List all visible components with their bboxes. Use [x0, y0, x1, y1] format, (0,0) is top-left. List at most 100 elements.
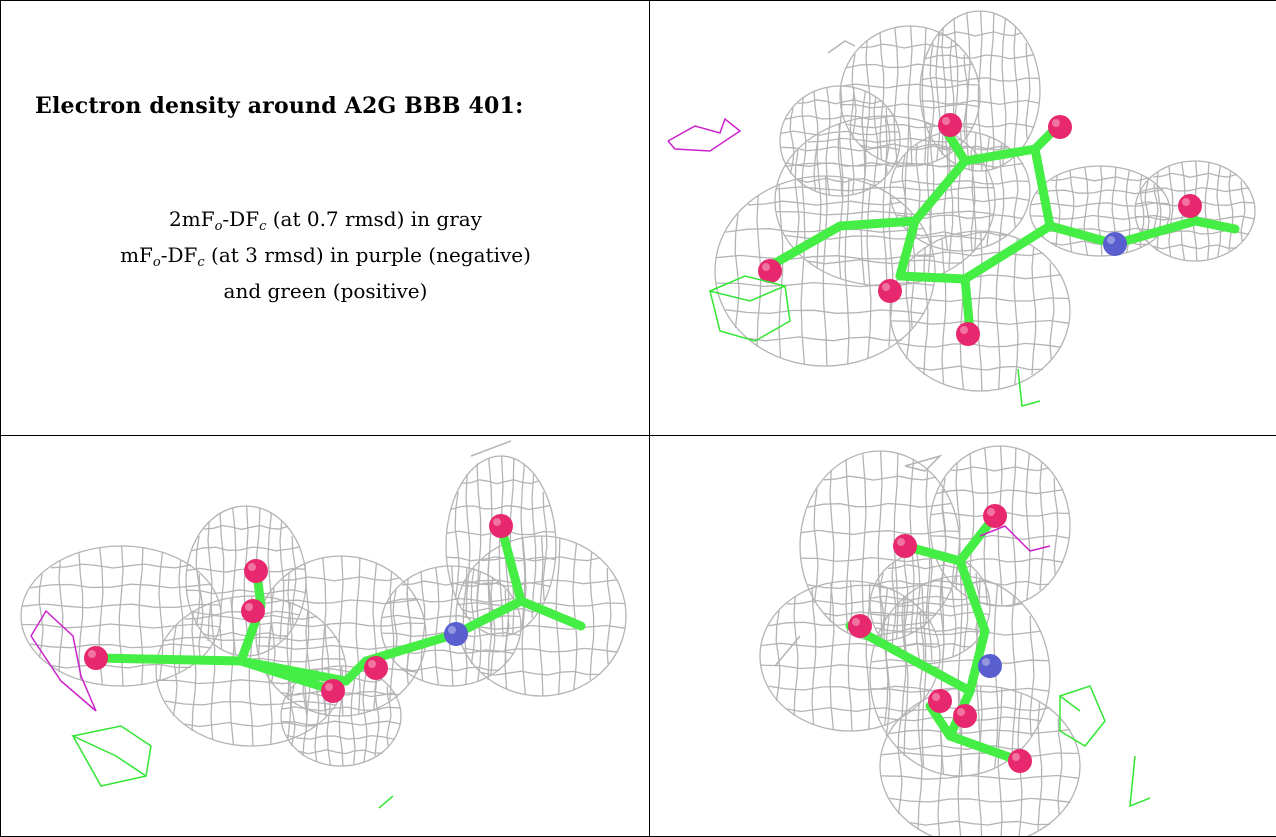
atom-highlight: [325, 683, 333, 691]
bond-stick: [341, 656, 371, 686]
density-image: [667, 10, 1256, 407]
bond-stick: [945, 731, 1025, 766]
legend-text: (at 3 rmsd) in purple (negative): [204, 243, 531, 267]
density-view-top-right: [650, 1, 1276, 435]
oxygen-atom: [84, 646, 108, 670]
table-column-divider: [649, 0, 650, 837]
oxygen-atom: [244, 559, 268, 583]
legend-text: mF: [120, 243, 153, 267]
density-mesh-blob: [445, 455, 557, 637]
legend-subscript: c: [197, 255, 205, 270]
density-mesh-blob: [455, 535, 627, 697]
legend-line-positive: and green (positive): [223, 279, 428, 303]
density-mesh-blob: [20, 545, 222, 687]
atom-highlight: [1182, 198, 1190, 206]
atom-highlight: [1052, 119, 1060, 127]
bond-stick: [1190, 216, 1240, 234]
atom-highlight: [897, 538, 905, 546]
atom-highlight: [448, 626, 456, 634]
density-mesh-blob: [889, 230, 1071, 392]
atom-highlight: [493, 518, 501, 526]
atom-highlight: [982, 658, 990, 666]
density-image: [20, 440, 627, 809]
oxygen-atom: [848, 614, 872, 638]
atom-highlight: [987, 508, 995, 516]
bond-stick: [895, 271, 970, 284]
bond-stick: [236, 656, 341, 696]
bond-stick: [1030, 144, 1055, 231]
table-row-divider: [0, 435, 1276, 436]
oxygen-atom: [321, 679, 345, 703]
legend-line-2fo-dfc: 2mFo-DFc (at 0.7 rmsd) in gray: [1, 205, 649, 241]
legend-text: 2mF: [169, 207, 215, 231]
density-view-bottom-right: [650, 436, 1276, 836]
atom-highlight: [957, 708, 965, 716]
oxygen-atom: [758, 259, 782, 283]
bond-stick: [496, 521, 526, 606]
atom-highlight: [932, 693, 940, 701]
density-mesh-blob: [879, 685, 1081, 836]
density-mesh-fragment: [904, 454, 943, 472]
legend-text: -DF: [160, 243, 198, 267]
caption-title: Electron density around A2G BBB 401:: [35, 93, 524, 119]
atom-highlight: [960, 326, 968, 334]
bond-stick: [965, 626, 990, 696]
bond-stick: [845, 621, 975, 696]
oxygen-atom: [893, 534, 917, 558]
atom-highlight: [248, 563, 256, 571]
negative-difference-density: [667, 117, 742, 152]
atom-highlight: [852, 618, 860, 626]
oxygen-atom: [1178, 194, 1202, 218]
oxygen-atom: [956, 322, 980, 346]
bond-stick: [895, 216, 920, 281]
oxygen-atom: [1048, 115, 1072, 139]
positive-difference-density: [1129, 755, 1151, 808]
caption-legend: 2mFo-DFc (at 0.7 rmsd) in gray mFo-DFc (…: [1, 205, 649, 305]
atom-highlight: [942, 117, 950, 125]
nitrogen-atom: [1103, 232, 1127, 256]
legend-text: (at 0.7 rmsd) in gray: [266, 207, 482, 231]
bond-stick: [516, 596, 586, 631]
atom-highlight: [1012, 753, 1020, 761]
positive-difference-density: [1017, 368, 1041, 407]
oxygen-atom: [1008, 749, 1032, 773]
atom-highlight: [762, 263, 770, 271]
bond-stick: [451, 596, 526, 639]
legend-text: -DF: [222, 207, 260, 231]
atom-highlight: [1107, 236, 1115, 244]
legend-subscript: c: [259, 219, 267, 234]
table-border-top: [0, 0, 1276, 1]
atom-highlight: [882, 283, 890, 291]
density-mesh-fragment: [470, 440, 512, 457]
negative-difference-density: [30, 609, 97, 712]
positive-difference-density: [378, 795, 394, 809]
bond-stick: [361, 629, 461, 666]
oxygen-atom: [938, 113, 962, 137]
table-border-left: [0, 0, 1, 837]
bond-stick: [91, 653, 246, 666]
positive-difference-density: [708, 275, 791, 342]
density-mesh-blob: [869, 575, 1051, 777]
density-mesh-fragment: [774, 635, 801, 667]
oxygen-atom: [364, 656, 388, 680]
oxygen-atom: [878, 279, 902, 303]
oxygen-atom: [489, 514, 513, 538]
bond-stick: [765, 221, 845, 271]
density-mesh-blob: [155, 595, 347, 747]
atom-highlight: [245, 603, 253, 611]
legend-subscript: o: [214, 219, 223, 234]
bond-stick: [910, 156, 970, 226]
legend-line-fo-dfc: mFo-DFc (at 3 rmsd) in purple (negative): [1, 241, 649, 277]
oxygen-atom: [953, 704, 977, 728]
bond-stick: [835, 216, 920, 231]
nitrogen-atom: [444, 622, 468, 646]
atom-highlight: [88, 650, 96, 658]
legend-subscript: o: [152, 255, 161, 270]
positive-difference-density: [1059, 685, 1106, 747]
bond-stick: [960, 144, 1040, 166]
density-image: [759, 445, 1151, 836]
oxygen-atom: [983, 504, 1007, 528]
bond-stick: [925, 701, 955, 741]
caption-cell: Electron density around A2G BBB 401: 2mF…: [1, 1, 649, 435]
